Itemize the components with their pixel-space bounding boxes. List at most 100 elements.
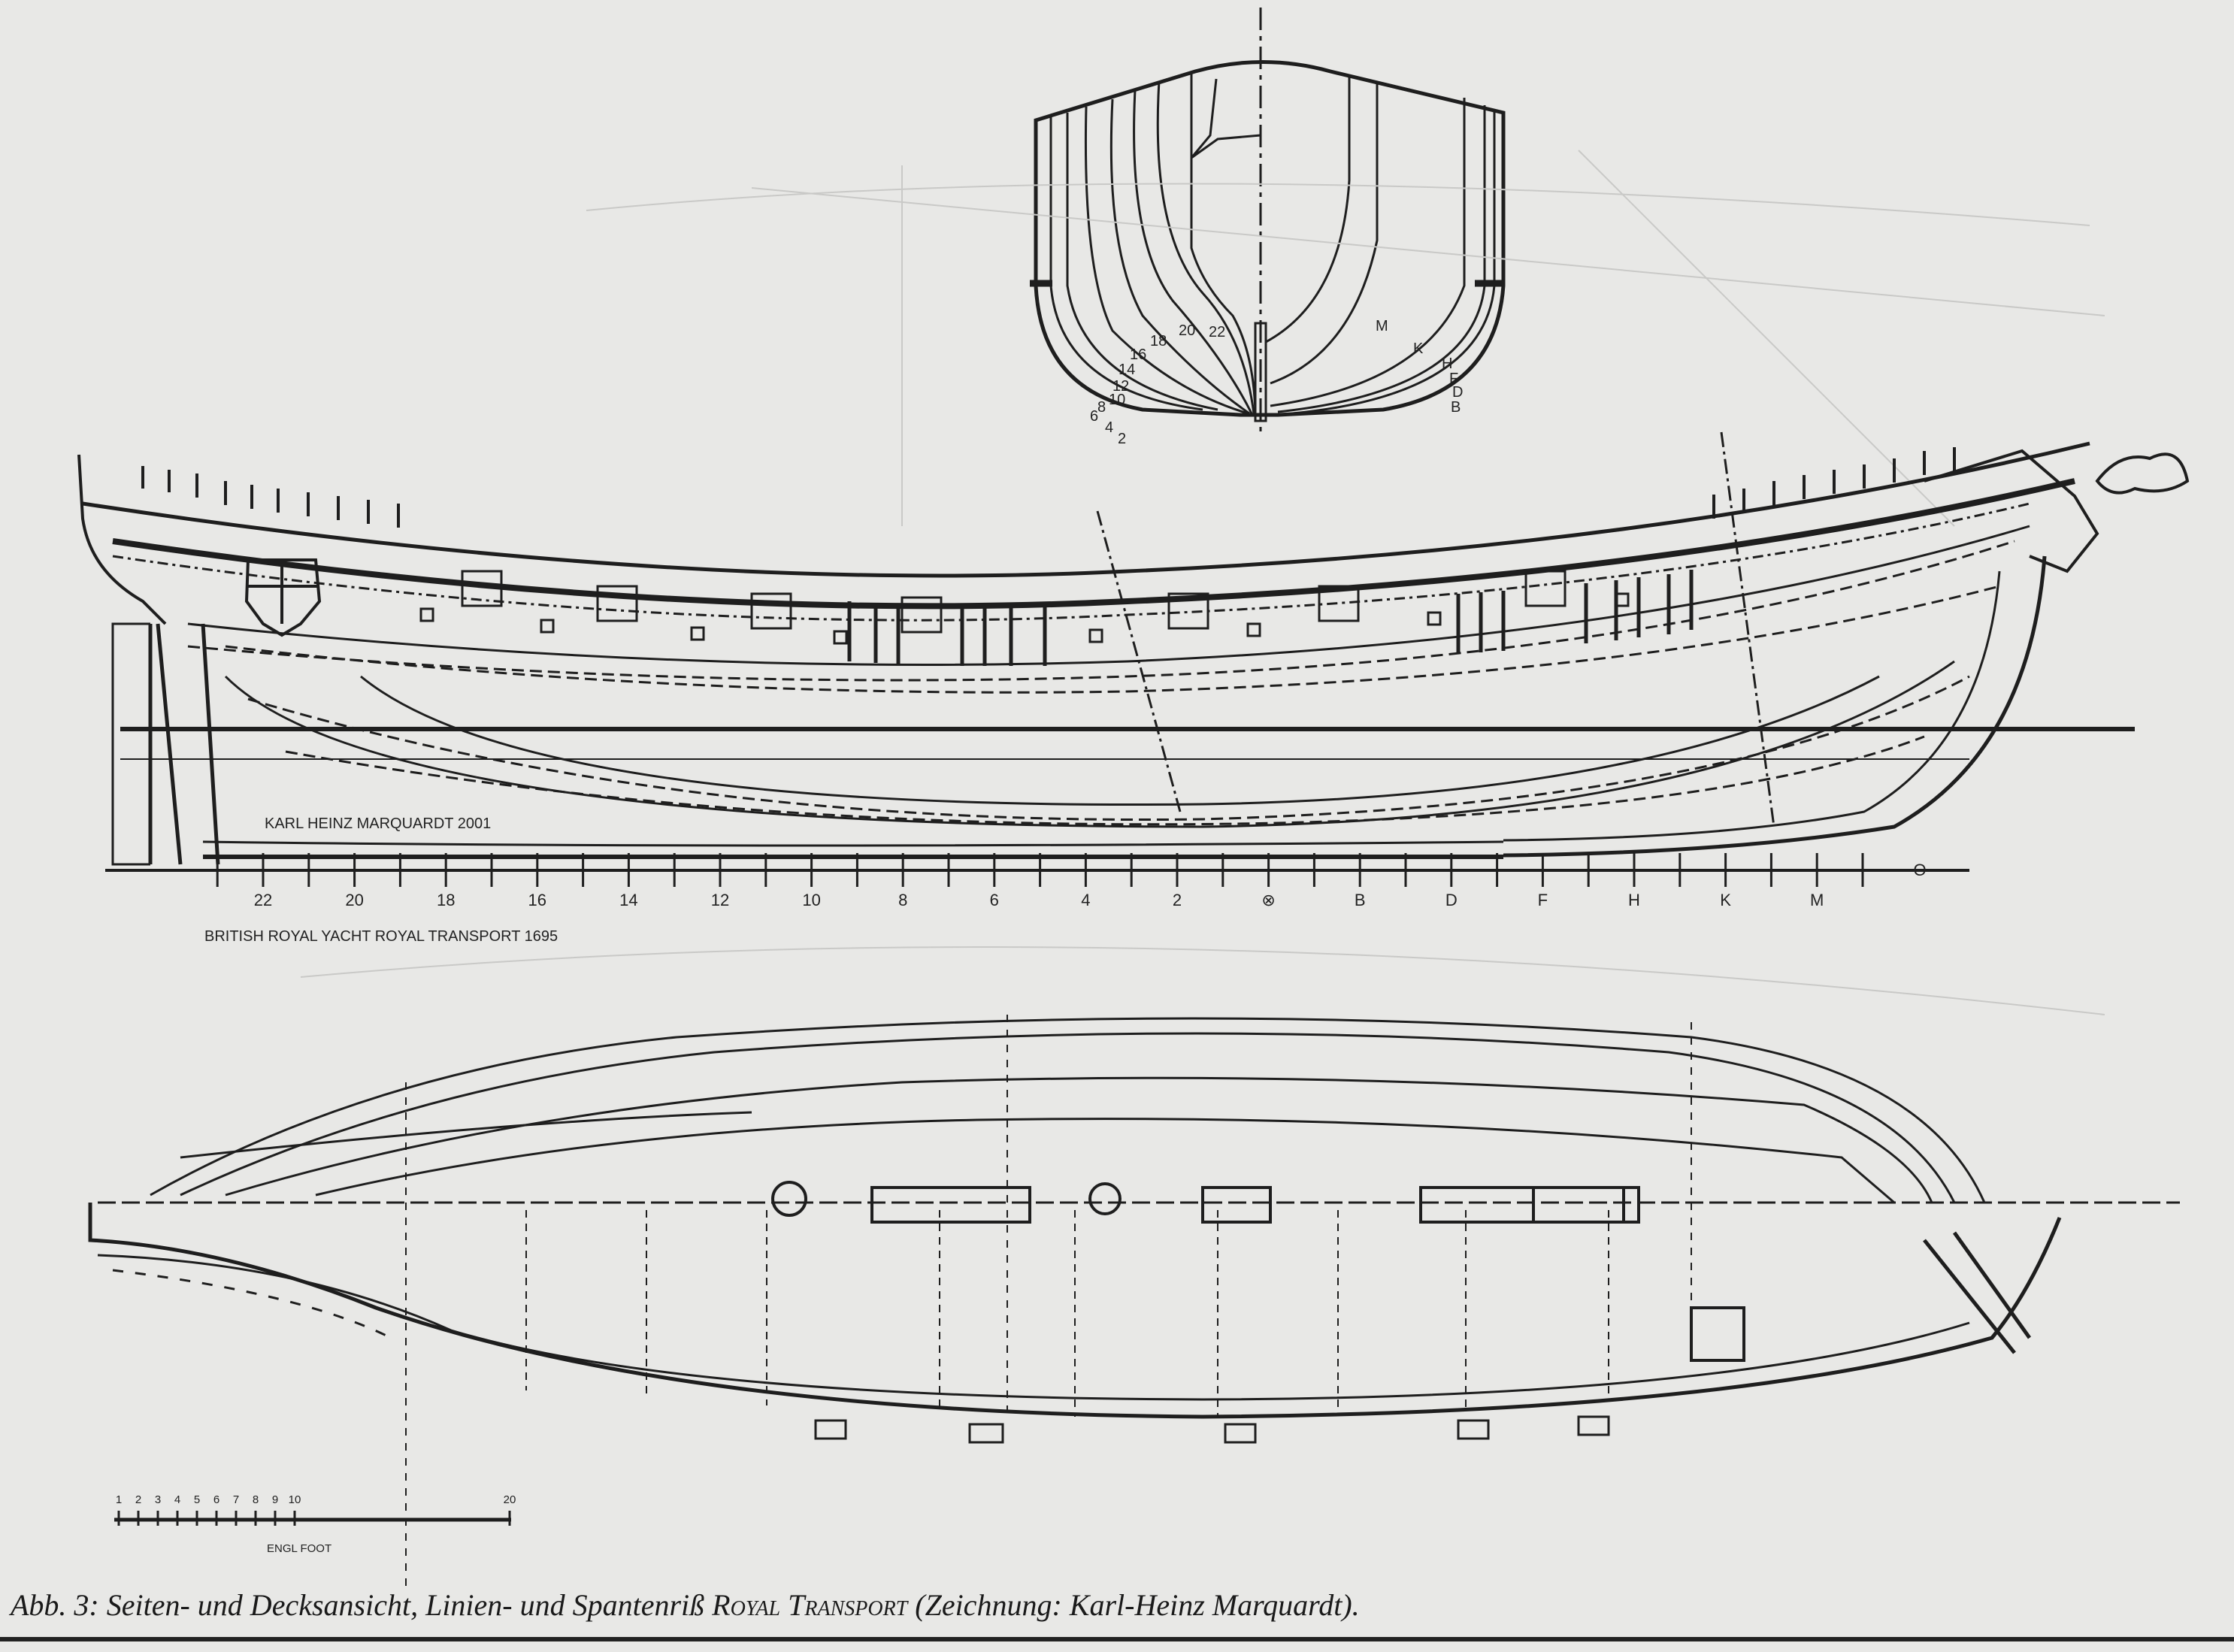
bleed-through-ghosting: [300, 150, 2105, 1015]
body-plan-station-label: 10: [1109, 392, 1125, 408]
scale-number: 2: [135, 1493, 141, 1506]
half-breadth-line: [180, 1032, 1956, 1203]
station-ticks: [405, 1015, 1692, 1593]
station-label: K: [1720, 891, 1731, 909]
frame-line: [1190, 71, 1257, 414]
midship-section-line: [1096, 510, 1182, 812]
scuttles: [419, 592, 1630, 645]
station-label: 12: [711, 891, 729, 909]
body-plan-station-label: D: [1452, 384, 1463, 401]
station-label: 22: [254, 891, 272, 909]
scale-number: 7: [233, 1493, 239, 1506]
drawing-title: BRITISH ROYAL YACHT ROYAL TRANSPORT 1695: [204, 928, 558, 945]
body-plan-station-label: K: [1413, 340, 1424, 357]
carved-frieze: [112, 502, 2030, 622]
deck-planking: [525, 1210, 1609, 1417]
station-label: 14: [619, 891, 637, 909]
half-breadth-line: [225, 1076, 1933, 1203]
caption-suffix: (Zeichnung: Karl-Heinz Marquardt).: [907, 1588, 1360, 1622]
scale-unit: ENGL FOOT: [267, 1542, 331, 1555]
station-label: M: [1810, 891, 1824, 909]
bulwark-scuttles: [112, 1269, 392, 1339]
body-plan-station-label: 2: [1118, 431, 1126, 447]
frame-line: [1109, 98, 1250, 415]
station-label: ⊗: [1261, 891, 1275, 909]
buttock-line: [224, 660, 1955, 828]
station-label: 4: [1081, 891, 1090, 909]
frame-line: [1133, 89, 1253, 414]
station-label: 18: [437, 891, 455, 909]
body-plan-station-label: H: [1442, 356, 1452, 372]
frame-line: [1049, 116, 1203, 411]
body-plan-station-label: 16: [1130, 346, 1146, 363]
deck-line: [225, 585, 2000, 694]
body-plan-station-label: M: [1376, 318, 1388, 334]
taffrail: [77, 454, 167, 625]
frame-line: [1292, 109, 1496, 415]
capstan: [771, 1181, 1122, 1217]
frame-line: [1270, 83, 1379, 385]
station-ruler: [216, 853, 1864, 887]
scale-number: 5: [194, 1493, 200, 1506]
half-breadth-plan: [98, 1015, 2180, 1593]
profile-view: [77, 431, 2190, 872]
gunports: [461, 570, 1567, 634]
body-plan-station-label: 12: [1112, 378, 1129, 395]
chainplates: [847, 570, 1694, 666]
scale-number: 8: [253, 1493, 259, 1506]
scale-bar: [114, 1511, 511, 1526]
diagonal-line: [247, 675, 1970, 821]
station-label: 10: [802, 891, 820, 909]
deck-outline-inner: [97, 1254, 1970, 1401]
body-plan-station-label: 18: [1150, 333, 1167, 349]
scale-number: 4: [174, 1493, 180, 1506]
stem-inner: [1503, 570, 2001, 842]
upper-rail: [82, 441, 2090, 578]
frame-line: [1265, 75, 1351, 343]
station-label: F: [1538, 891, 1548, 909]
body-plan-station-label: B: [1451, 399, 1461, 416]
hatches: [870, 1186, 1745, 1362]
scale-number: 6: [213, 1493, 219, 1506]
frame-line: [1084, 106, 1249, 415]
deck-plan: [88, 1181, 2062, 1444]
keel-section: [1254, 322, 1267, 422]
bowsprit: [1923, 1231, 2032, 1354]
station-label: 20: [345, 891, 363, 909]
wale-line: [187, 525, 2030, 666]
body-plan-station-label: 8: [1097, 399, 1106, 416]
stem: [1503, 555, 2047, 858]
station-label: 2: [1173, 891, 1182, 909]
wale-line: [187, 540, 2015, 682]
frame-line: [1156, 80, 1255, 414]
body-plan-station-label: 20: [1179, 322, 1195, 339]
transom-line: [1190, 78, 1261, 159]
body-plan: [1030, 8, 1506, 436]
body-plan-station-label: 4: [1105, 419, 1113, 436]
station-label: B: [1355, 891, 1366, 909]
diagonal-line: [285, 735, 1925, 826]
body-plan-station-label: 6: [1090, 408, 1098, 425]
stern-rudder: [111, 622, 150, 866]
bottom-rule: [0, 1637, 2234, 1641]
station-label: D: [1445, 891, 1458, 909]
caption-ship-name: Royal Transport: [712, 1588, 908, 1622]
body-plan-station-label: F: [1449, 371, 1458, 387]
deck-outline: [88, 1203, 2062, 1419]
station-label: 16: [528, 891, 546, 909]
half-breadth-line: [315, 1118, 1895, 1204]
drafter-signature: KARL HEINZ MARQUARDT 2001: [265, 815, 491, 832]
stem-station-label: O: [1913, 861, 1926, 879]
frame-line: [1270, 98, 1466, 407]
scale-end-number: 20: [504, 1493, 516, 1506]
frame-line: [1066, 113, 1218, 411]
keel-blocks: [814, 1415, 1610, 1444]
body-plan-station-label: 22: [1209, 324, 1225, 340]
beakhead: [1924, 449, 2099, 573]
stern-window: [244, 558, 322, 637]
figure-caption: Abb. 3: Seiten- und Decksansicht, Linien…: [11, 1587, 1360, 1623]
half-breadth-line: [150, 1017, 1986, 1203]
